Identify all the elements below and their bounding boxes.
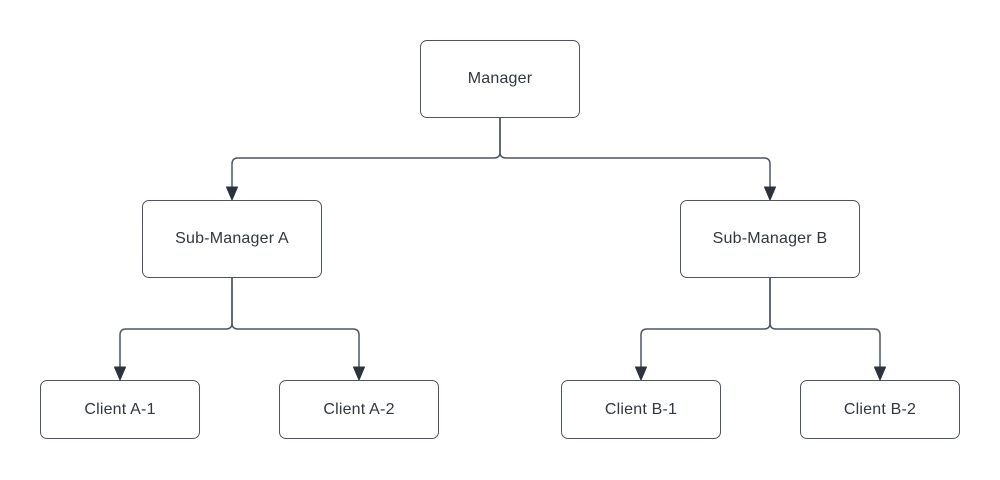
arrowhead-icon [114, 366, 126, 381]
node-label: Client A-2 [323, 400, 395, 418]
node-sub-manager-b: Sub-Manager B [680, 200, 860, 278]
node-sub-manager-a: Sub-Manager A [142, 200, 322, 278]
node-client-a1: Client A-1 [40, 380, 200, 439]
node-label: Client B-1 [604, 400, 678, 418]
edge-sub-b-client-b2 [769, 278, 881, 368]
node-label: Sub-Manager A [175, 230, 289, 247]
edge-manager-sub-a [231, 118, 501, 188]
edge-manager-sub-b [499, 118, 771, 188]
node-label: Client B-2 [843, 400, 917, 418]
node-label: Client A-1 [84, 400, 156, 418]
edge-sub-a-client-a1 [119, 278, 233, 368]
arrowhead-icon [635, 366, 647, 381]
arrowhead-icon [226, 186, 238, 201]
edge-sub-b-client-b1 [640, 278, 771, 368]
node-client-a2: Client A-2 [279, 380, 439, 439]
node-label: Sub-Manager B [712, 230, 828, 247]
arrowhead-icon [764, 186, 776, 201]
node-client-b2: Client B-2 [800, 380, 960, 439]
node-label: Manager [467, 70, 533, 87]
node-client-b1: Client B-1 [561, 380, 721, 439]
arrowhead-icon [874, 366, 886, 381]
arrowhead-icon [353, 366, 365, 381]
edge-sub-a-client-a2 [231, 278, 360, 368]
node-manager: Manager [420, 40, 580, 118]
